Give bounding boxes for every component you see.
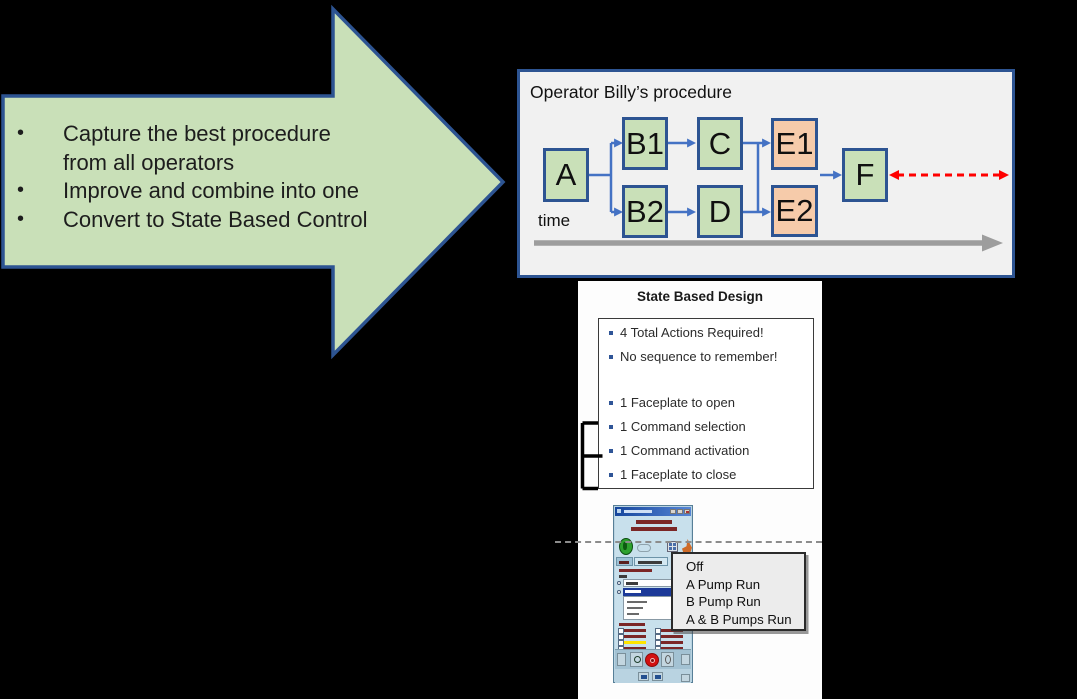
maximize-button[interactable] bbox=[677, 508, 683, 514]
faceplate-window bbox=[613, 505, 693, 683]
command-popup-menu: Off A Pump Run B Pump Run A & B Pumps Ru… bbox=[671, 552, 806, 631]
tag-name-text bbox=[636, 520, 672, 524]
time-label: time bbox=[538, 211, 571, 230]
pump-icon bbox=[634, 656, 641, 663]
arrow-bullet-list: Capture the best procedure from all oper… bbox=[14, 119, 374, 235]
divider-dashed-line bbox=[555, 541, 822, 543]
mode-of-operation-label bbox=[619, 569, 652, 572]
aux-button-2[interactable] bbox=[681, 654, 690, 665]
flow-node-D: D bbox=[697, 185, 743, 238]
idle-status-icon bbox=[637, 544, 651, 552]
sbd-action-3: 1 Command activation bbox=[609, 443, 813, 467]
mode-radio-2[interactable] bbox=[617, 590, 621, 594]
menu-item-b-pump-run[interactable]: B Pump Run bbox=[686, 594, 761, 609]
tab-control[interactable] bbox=[616, 557, 633, 566]
device-buttons-label bbox=[619, 623, 645, 626]
checkbox-row[interactable] bbox=[618, 634, 652, 640]
brace-connector bbox=[580, 421, 603, 491]
checkbox-row[interactable] bbox=[655, 634, 689, 640]
small-label bbox=[619, 575, 627, 578]
state-based-design-box: 4 Total Actions Required! No sequence to… bbox=[598, 318, 814, 489]
close-button[interactable] bbox=[684, 508, 690, 514]
checkbox-row[interactable] bbox=[618, 628, 652, 634]
window-title-text bbox=[624, 510, 652, 513]
sbd-action-1: 1 Faceplate to open bbox=[609, 395, 813, 419]
tab-procedure[interactable] bbox=[634, 557, 668, 566]
faceplate-footer-row bbox=[615, 669, 691, 683]
flow-node-B1: B1 bbox=[622, 117, 668, 170]
arrow-bullet-2: Improve and combine into one bbox=[14, 176, 374, 206]
arrow-bullet-1: Capture the best procedure from all oper… bbox=[14, 119, 374, 177]
bullet-square-icon bbox=[609, 449, 613, 453]
flow-node-B2: B2 bbox=[622, 185, 668, 238]
procedure-panel-title: Operator Billy’s procedure bbox=[530, 82, 732, 102]
flow-node-F: F bbox=[842, 148, 888, 202]
flow-node-E1: E1 bbox=[771, 118, 818, 170]
ring-icon bbox=[665, 655, 671, 664]
faceplate-button-bar bbox=[615, 649, 691, 669]
procedure-flow-connectors bbox=[534, 138, 1009, 252]
reset-button[interactable] bbox=[661, 652, 674, 667]
stop-button[interactable] bbox=[645, 653, 659, 667]
bullet-square-icon bbox=[609, 425, 613, 429]
bullet-square-icon bbox=[609, 473, 613, 477]
flow-node-C: C bbox=[697, 117, 743, 170]
sbd-benefit-2: No sequence to remember! bbox=[609, 349, 813, 373]
flow-node-A: A bbox=[543, 148, 589, 202]
faceplate-tab-row bbox=[615, 557, 691, 566]
start-button[interactable] bbox=[630, 652, 643, 667]
maintenance-icon[interactable] bbox=[682, 539, 692, 555]
checkbox-row-highlighted[interactable] bbox=[618, 640, 652, 646]
bullet-square-icon bbox=[609, 355, 613, 359]
sbd-spacer bbox=[609, 373, 813, 395]
menu-item-a-pump-run[interactable]: A Pump Run bbox=[686, 576, 761, 592]
footer-button-3[interactable] bbox=[681, 674, 690, 682]
state-based-design-title: State Based Design bbox=[636, 289, 764, 304]
checkbox-row[interactable] bbox=[655, 640, 689, 646]
selected-command-row[interactable] bbox=[623, 588, 685, 596]
tag-description-text bbox=[631, 527, 677, 531]
sbd-action-2: 1 Command selection bbox=[609, 419, 813, 443]
faceplate-titlebar[interactable] bbox=[615, 507, 691, 516]
minimize-button[interactable] bbox=[670, 508, 676, 514]
faceplate-header bbox=[615, 516, 691, 537]
sbd-action-4: 1 Faceplate to close bbox=[609, 467, 813, 491]
footer-button-2[interactable] bbox=[652, 672, 663, 681]
flow-node-E2: E2 bbox=[771, 185, 818, 237]
mode-radio-1[interactable] bbox=[617, 581, 621, 585]
menu-item-a-and-b-pumps-run[interactable]: A & B Pumps Run bbox=[686, 611, 792, 627]
procedure-panel: Operator Billy’s procedure time A B1 C E… bbox=[517, 69, 1015, 278]
arrow-bullet-3: Convert to State Based Control bbox=[14, 205, 374, 235]
sbd-benefit-1: 4 Total Actions Required! bbox=[609, 325, 813, 349]
menu-item-off[interactable]: Off bbox=[686, 559, 704, 574]
window-icon bbox=[617, 509, 621, 513]
aux-button[interactable] bbox=[617, 653, 626, 666]
bullet-square-icon bbox=[609, 331, 613, 335]
footer-button-1[interactable] bbox=[638, 672, 649, 681]
bullet-square-icon bbox=[609, 401, 613, 405]
